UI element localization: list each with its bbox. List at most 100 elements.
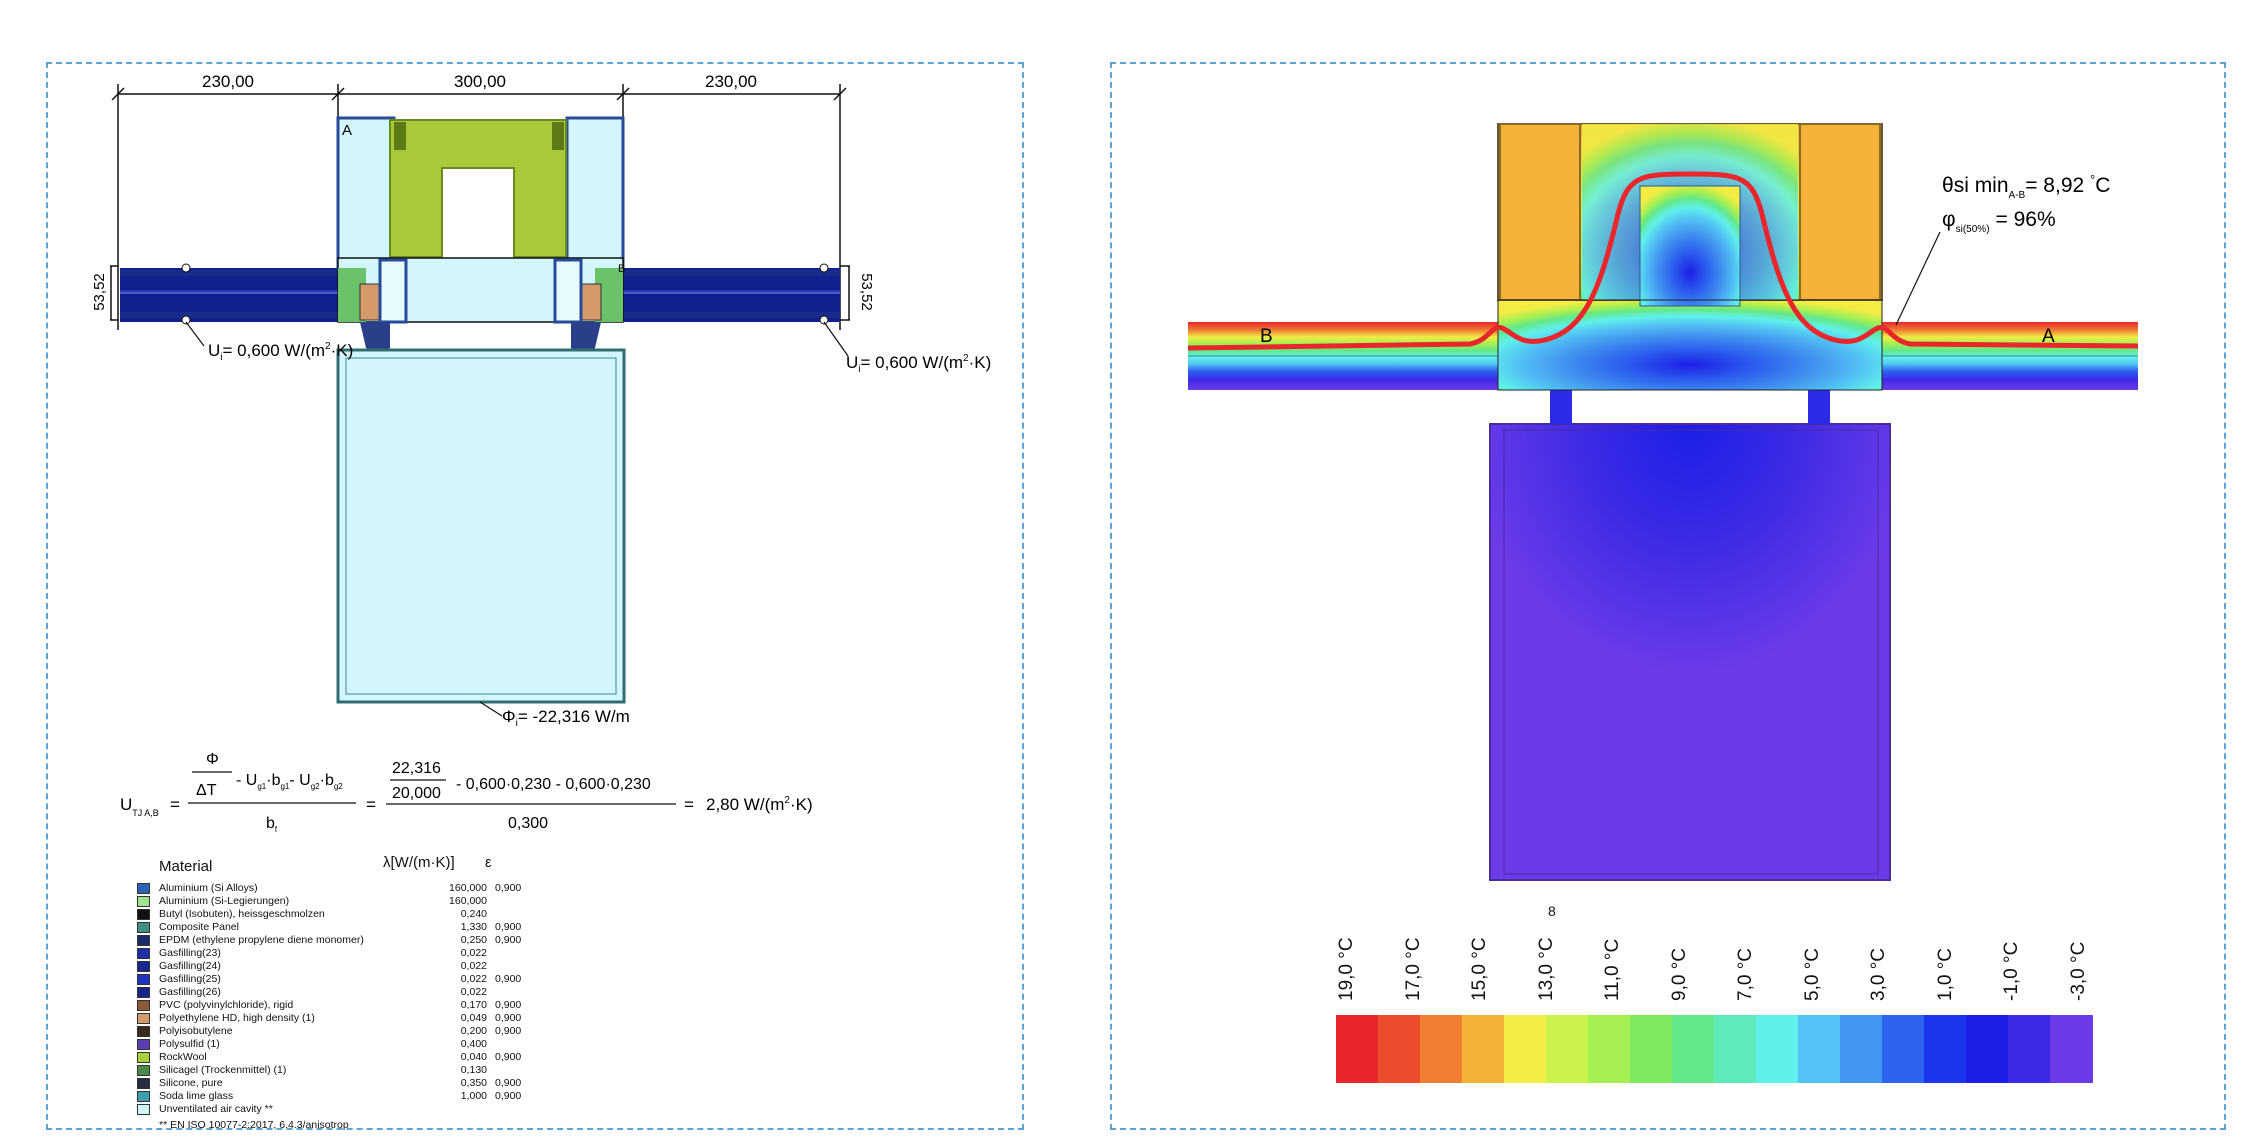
- theta-si-min-label: θsi minA-B= 8,92 °C: [1942, 172, 2110, 201]
- material-lambda: 160,000: [449, 882, 487, 894]
- svg-text:0,300: 0,300: [508, 815, 548, 832]
- u-left-label: Ui= 0,600 W/(m2·K): [208, 341, 353, 363]
- legend-color-cell: [1714, 1015, 1757, 1083]
- legend-color-cell: [1756, 1015, 1799, 1083]
- legend-label: 1,0 °C: [1934, 947, 1956, 1001]
- material-name: Silicagel (Trockenmittel) (1): [159, 1064, 287, 1076]
- material-swatch: [137, 961, 150, 972]
- legend-color-cell: [1924, 1015, 1967, 1083]
- material-epsilon: 0,900: [495, 1012, 522, 1024]
- material-name: Gasfilling(23): [159, 947, 221, 959]
- label-b-right: B: [1260, 326, 1273, 347]
- legend-color-cell: [1378, 1015, 1421, 1083]
- material-lambda: 0,240: [460, 908, 487, 920]
- material-swatch: [137, 974, 150, 985]
- dim-top-center: 300,00: [454, 72, 506, 91]
- dim-side-right: 53,52: [858, 273, 875, 311]
- material-row: Gasfilling(24)0,022: [137, 960, 557, 973]
- svg-text:Φ: Φ: [206, 751, 219, 768]
- material-lambda: 160,000: [449, 895, 487, 907]
- material-swatch: [137, 935, 150, 946]
- u-value-formula: UTJ A,B = Φ ΔT - Ug1·bg1- Ug2·bg2 bf = 2…: [120, 751, 813, 834]
- legend-color-cell: [1504, 1015, 1547, 1083]
- svg-text:22,316: 22,316: [392, 760, 441, 777]
- material-name: Unventilated air cavity **: [159, 1103, 273, 1115]
- material-row: Aluminium (Si-Legierungen) 160,000: [137, 895, 557, 908]
- svg-text:=: =: [684, 795, 694, 814]
- material-name: Polyisobutylene: [159, 1025, 233, 1037]
- material-swatch: [137, 922, 150, 933]
- lambda-header: λ[W/(m·K)]: [383, 854, 455, 871]
- material-name: RockWool: [159, 1051, 207, 1063]
- dim-top-right: 230,00: [705, 72, 757, 91]
- material-lambda: 0,022: [460, 973, 487, 985]
- legend-label: 9,0 °C: [1668, 947, 1690, 1001]
- material-swatch: [137, 1065, 150, 1076]
- material-name: Polysulfid (1): [159, 1038, 220, 1050]
- material-name: Soda lime glass: [159, 1090, 234, 1102]
- material-lambda: 1,000: [460, 1090, 487, 1102]
- glazing-right: [623, 268, 840, 322]
- material-row: Polysulfid (1)0,400: [137, 1038, 557, 1051]
- svg-text:UTJ A,B: UTJ A,B: [120, 795, 159, 818]
- dim-side-left: 53,52: [91, 273, 108, 311]
- legend-color-cell: [1420, 1015, 1463, 1083]
- legend-label: 7,0 °C: [1735, 947, 1757, 1001]
- material-lambda: 0,200: [460, 1025, 487, 1037]
- material-row: RockWool 0,040 0,900: [137, 1051, 557, 1064]
- material-lambda: 0,040: [460, 1051, 487, 1063]
- material-lambda: 0,250: [460, 934, 487, 946]
- material-name: Butyl (Isobuten), heissgeschmolzen: [159, 908, 325, 920]
- material-swatch: [137, 1039, 150, 1050]
- material-lambda: 0,022: [460, 986, 487, 998]
- legend-color-cell: [1882, 1015, 1925, 1083]
- material-swatch: [137, 987, 150, 998]
- legend-color-cell: [1546, 1015, 1589, 1083]
- svg-text:bf: bf: [266, 815, 278, 834]
- legend-color-cell: [1966, 1015, 2009, 1083]
- svg-text:=: =: [366, 795, 376, 814]
- material-name: Aluminium (Si Alloys): [159, 882, 258, 894]
- material-name: Aluminium (Si-Legierungen): [159, 895, 290, 907]
- material-swatch: [137, 896, 150, 907]
- material-epsilon: 0,900: [495, 999, 522, 1011]
- materials-note: ** EN ISO 10077-2:2017, 6.4.3/anisotrop: [159, 1119, 349, 1131]
- material-lambda: 0,350: [460, 1077, 487, 1089]
- material-swatch: [137, 909, 150, 920]
- label-b-left: B: [618, 263, 625, 275]
- legend-color-cell: [2050, 1015, 2093, 1083]
- material-row: Butyl (Isobuten), heissgeschmolzen 0,240: [137, 908, 557, 921]
- material-epsilon: 0,900: [495, 1051, 522, 1063]
- material-header: Material: [159, 858, 213, 875]
- legend-color-cell: [2008, 1015, 2051, 1083]
- material-swatch: [137, 1078, 150, 1089]
- material-swatch: [137, 883, 150, 894]
- material-epsilon: 0,900: [495, 1077, 522, 1089]
- svg-text:- Ug1·bg1- Ug2·bg2: - Ug1·bg1- Ug2·bg2: [236, 772, 343, 791]
- svg-text:=: =: [170, 795, 180, 814]
- material-swatch: [137, 948, 150, 959]
- material-name: Gasfilling(25): [159, 973, 221, 985]
- legend-label: 19,0 °C: [1336, 937, 1357, 1001]
- material-row: Gasfilling(23)0,022: [137, 947, 557, 960]
- legend-label: -3,0 °C: [2068, 941, 2089, 1001]
- material-name: EPDM (ethylene propylene diene monomer): [159, 934, 364, 946]
- material-swatch: [137, 1026, 150, 1037]
- legend-label: -1,0 °C: [2001, 941, 2023, 1001]
- label-a-left: A: [342, 122, 352, 139]
- dim-top-left: 230,00: [202, 72, 254, 91]
- material-name: Polyethylene HD, high density (1): [159, 1012, 315, 1024]
- material-row: Silicagel (Trockenmittel) (1)0,130: [137, 1064, 557, 1077]
- right-panel-thermal: [1110, 62, 2226, 1130]
- material-name: PVC (polyvinylchloride), rigid: [159, 999, 294, 1011]
- mullion-profile: [336, 116, 626, 704]
- material-row: EPDM (ethylene propylene diene monomer) 0…: [137, 934, 557, 947]
- legend-label: 17,0 °C: [1402, 937, 1424, 1001]
